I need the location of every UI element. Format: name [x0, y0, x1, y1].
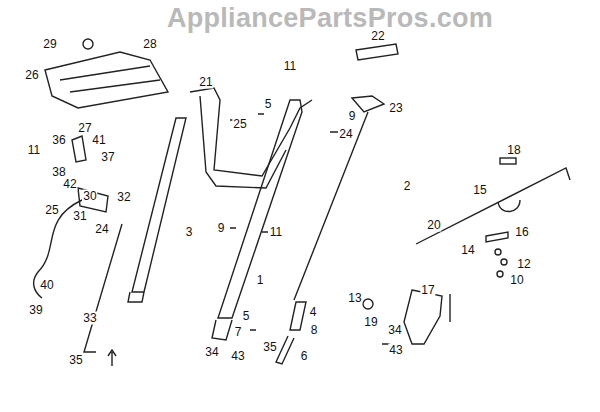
callout-number: 39 — [28, 304, 43, 317]
nut — [497, 271, 503, 277]
callout-number: 35 — [262, 341, 277, 354]
knob — [363, 299, 373, 309]
callout-number: 42 — [62, 178, 77, 191]
callout-number: 5 — [264, 98, 273, 111]
mounting-bracket — [404, 290, 442, 344]
callout-number: 43 — [230, 350, 245, 363]
callout-number: 34 — [387, 324, 402, 337]
callout-number: 34 — [204, 346, 219, 359]
callout-number: 36 — [51, 134, 66, 147]
callout-number: 11 — [27, 144, 41, 157]
bolt-symbols — [230, 114, 390, 344]
direction-arrow — [108, 350, 116, 366]
lower-handle-bar — [128, 118, 186, 302]
callout-number: 18 — [506, 144, 521, 157]
callout-number: 19 — [363, 316, 378, 329]
callout-number: 37 — [100, 151, 115, 164]
callout-number: 5 — [242, 310, 251, 323]
callout-number: 1 — [256, 274, 265, 287]
callout-number: 40 — [39, 279, 54, 292]
callout-number: 3 — [185, 226, 194, 239]
callout-number: 25 — [44, 204, 59, 217]
callout-number: 6 — [300, 350, 309, 363]
callout-number: 41 — [91, 134, 106, 147]
callout-number: 7 — [234, 326, 243, 339]
callout-number: 24 — [338, 128, 353, 141]
callout-number: 9 — [217, 222, 226, 235]
callout-number: 32 — [116, 191, 131, 204]
callout-number: 15 — [472, 184, 487, 197]
callout-number: 13 — [347, 292, 362, 305]
callout-number: 35 — [68, 354, 83, 367]
callout-number: 29 — [42, 38, 57, 51]
callout-number: 30 — [82, 190, 97, 203]
callout-number: 8 — [310, 324, 319, 337]
callout-number: 2 — [403, 180, 412, 193]
callout-number: 12 — [516, 258, 531, 271]
u-bolt — [498, 200, 520, 212]
callout-number: 43 — [388, 344, 403, 357]
callout-number: 31 — [72, 210, 87, 223]
watermark: AppliancePartsPros.com — [166, 3, 494, 33]
washer — [501, 259, 507, 265]
callout-number: 9 — [348, 110, 357, 123]
callout-number: 24 — [94, 223, 109, 236]
main-handle-bar — [212, 100, 302, 340]
control-rod — [294, 96, 384, 300]
grip-part — [500, 158, 516, 164]
shroud-part — [45, 52, 168, 108]
clamp-plate — [486, 232, 508, 242]
ring-part — [83, 39, 93, 49]
callout-number: 10 — [509, 274, 524, 287]
shift-rod — [416, 168, 570, 244]
callout-number: 21 — [198, 76, 213, 89]
callout-number: 14 — [460, 244, 475, 257]
callout-number: 25 — [232, 118, 247, 131]
callout-number: 28 — [142, 38, 157, 51]
washer — [495, 249, 501, 255]
callout-number: 20 — [426, 219, 441, 232]
callout-number: 11 — [283, 60, 297, 73]
control-bracket — [72, 136, 108, 212]
callout-number: 26 — [24, 69, 39, 82]
bracket-mark — [449, 294, 450, 322]
callout-number: 33 — [82, 312, 97, 325]
callout-number: 22 — [370, 30, 385, 43]
callout-number: 17 — [420, 284, 435, 297]
callout-number: 11 — [269, 226, 283, 239]
callout-number: 4 — [309, 306, 318, 319]
callout-number: 16 — [514, 226, 529, 239]
callout-number: 23 — [388, 102, 403, 115]
grip-part — [356, 44, 398, 60]
control-rod — [84, 224, 122, 352]
